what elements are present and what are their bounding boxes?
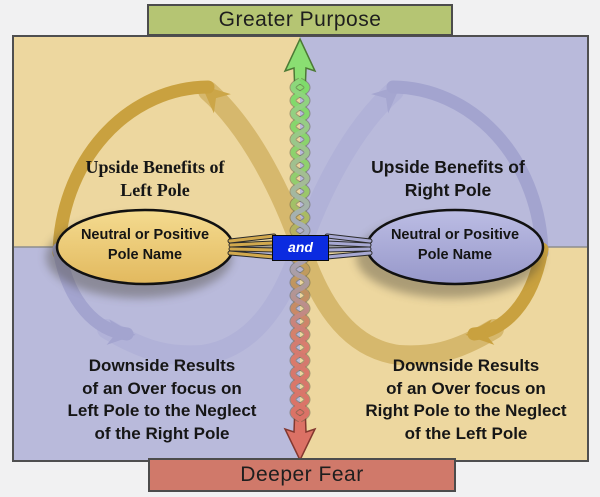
and-connector: and [272,235,329,261]
left-loop-gold-arc [52,80,215,260]
upside-left-label: Upside Benefits of Left Pole [85,157,225,200]
and-label: and [288,239,313,255]
greater-purpose-label: Greater Purpose [218,8,382,31]
greater-purpose-box: Greater Purpose [147,4,453,36]
lavender-crossover-arrow [97,81,404,366]
downside-left-label: Downside Results of an Over focus on Lef… [67,356,257,443]
deeper-fear-box: Deeper Fear [148,458,456,492]
right-loop-lavender-arc [386,80,549,260]
deeper-fear-label: Deeper Fear [240,463,364,486]
gold-crossover-arrow [198,81,504,366]
left-pole-label: Neutral or Positive Pole Name [80,227,210,263]
polarity-map: Upside Benefits of Left Pole Upside Bene… [12,35,589,462]
right-pole-label: Neutral or Positive Pole Name [390,227,520,263]
right-pole-ropes [324,233,373,260]
left-pole-ropes [227,233,277,260]
upside-right-label: Upside Benefits of Right Pole [371,157,525,200]
downside-right-label: Downside Results of an Over focus on Rig… [365,356,567,443]
